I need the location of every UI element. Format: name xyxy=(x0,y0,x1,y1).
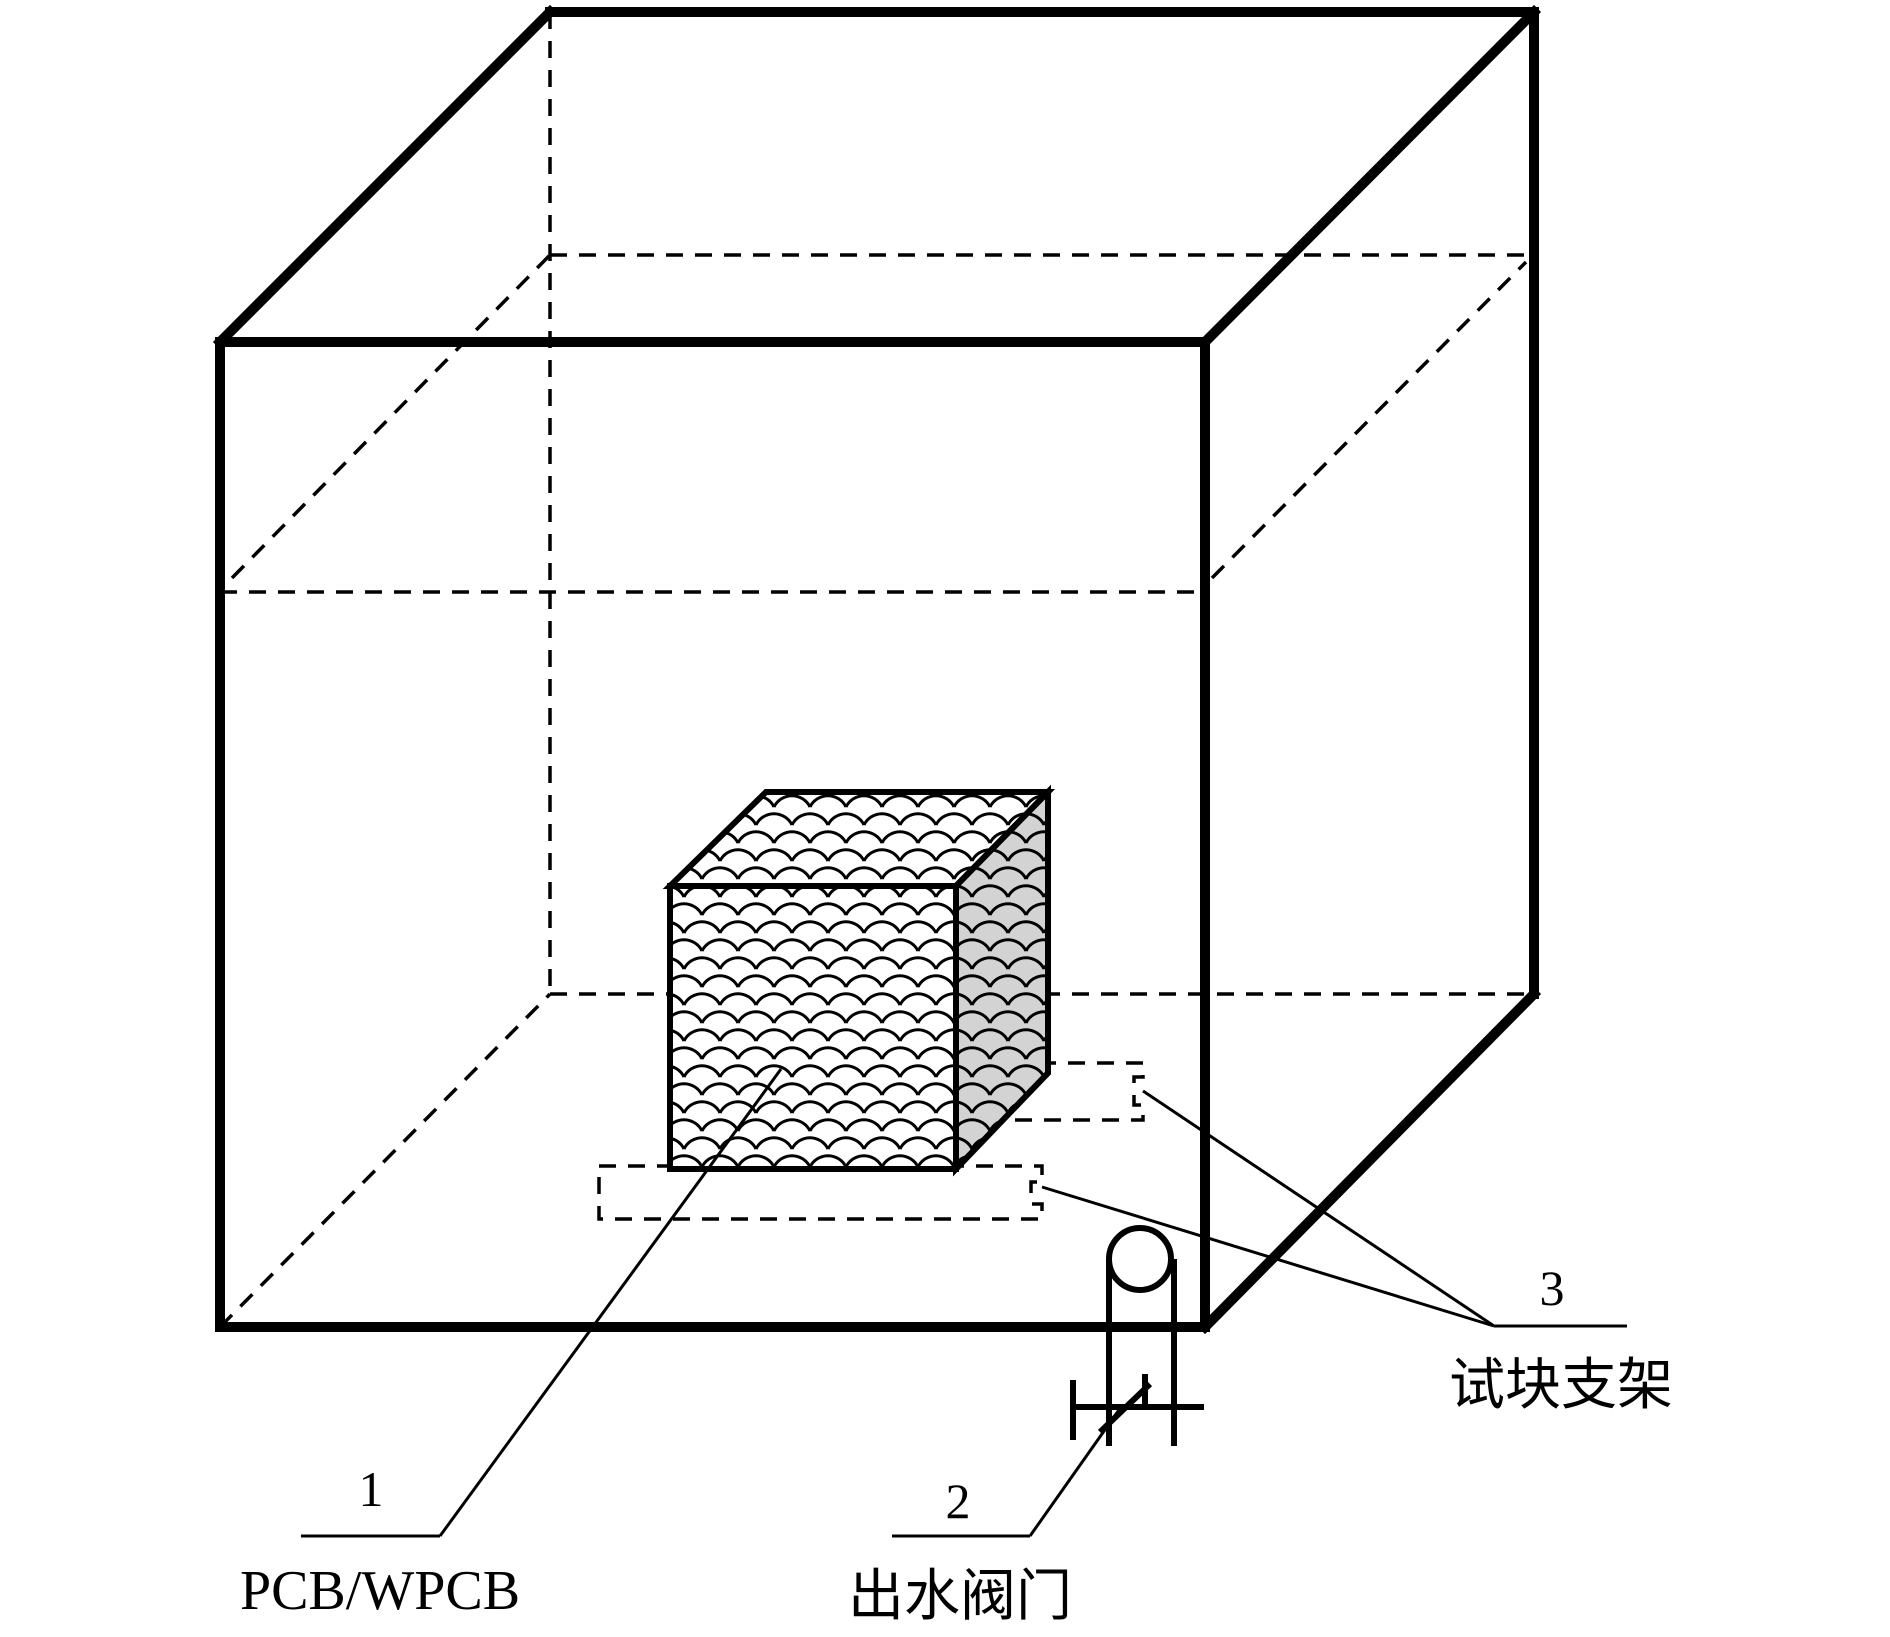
water-level-left xyxy=(230,253,552,580)
tank-hidden-edges xyxy=(218,12,1534,1329)
tank-top-right-edge xyxy=(1197,4,1542,350)
leader-3-front-support xyxy=(1041,1185,1495,1328)
valve-pipe-elbow xyxy=(1106,1225,1174,1293)
tank-visible-edges xyxy=(212,4,1542,1335)
leader-3-back-support xyxy=(1142,1089,1495,1328)
specimen-supports xyxy=(597,1061,1145,1221)
back-support xyxy=(1008,1061,1145,1122)
tank-bottom-left-edge xyxy=(218,992,552,1329)
water-level-right xyxy=(1210,260,1528,580)
leader-2-diagonal xyxy=(1028,1406,1123,1537)
callout-3-label: 试块支架 xyxy=(1449,1355,1673,1417)
callout-2-label: 出水阀门 xyxy=(848,1566,1072,1628)
callout-2-number: 2 xyxy=(946,1473,971,1529)
tank-front-face xyxy=(215,337,1210,1332)
tank-top-left-edge xyxy=(212,4,558,350)
tank-bottom-right-edge xyxy=(1197,986,1542,1335)
leader-lines xyxy=(301,1068,1627,1538)
front-support xyxy=(597,1164,1044,1221)
water-level xyxy=(220,253,1534,594)
outlet-valve xyxy=(1070,1225,1204,1446)
callout-1-number: 1 xyxy=(359,1461,384,1517)
callout-3-number: 3 xyxy=(1540,1260,1565,1316)
specimen-front-face xyxy=(667,883,959,1172)
callout-1-label: PCB/WPCB xyxy=(240,1560,520,1622)
leader-1-diagonal xyxy=(438,1068,783,1537)
specimen-block xyxy=(662,784,1056,1177)
callout-labels: 1 PCB/WPCB 2 出水阀门 3 试块支架 xyxy=(240,1260,1673,1628)
